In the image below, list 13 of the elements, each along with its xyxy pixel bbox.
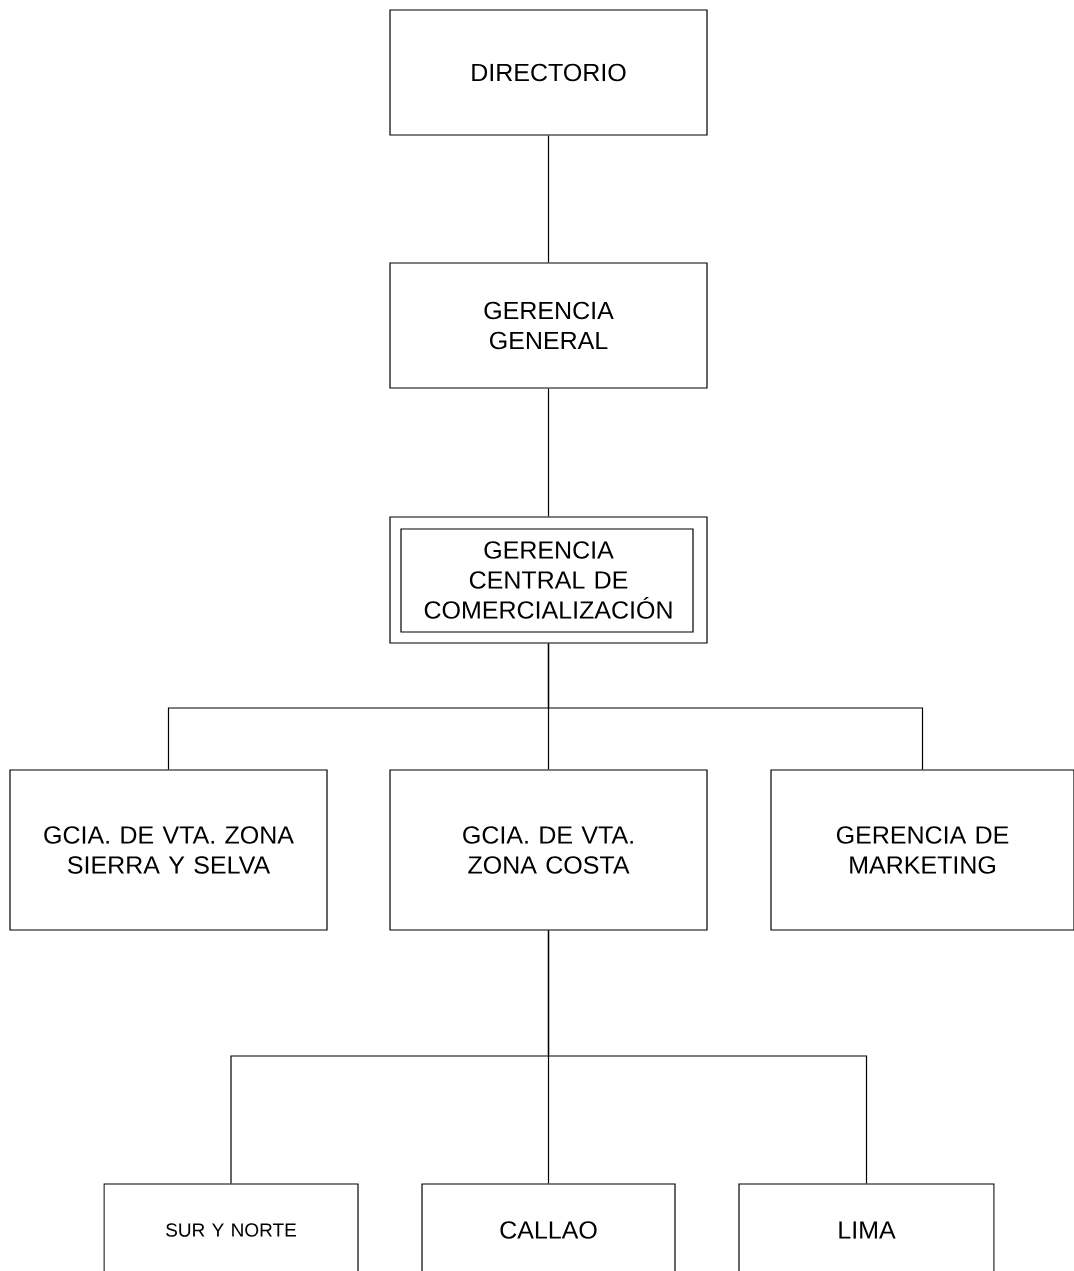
org-box: CALLAO (421, 1183, 676, 1271)
connector-line (547, 388, 550, 517)
org-box: DIRECTORIO (389, 9, 708, 136)
org-box: GERENCIA DE MARKETING (770, 769, 1074, 931)
org-box: GERENCIA CENTRAL DE COMERCIALIZACIÓN (389, 516, 708, 644)
org-box: SUR Y NORTE (103, 1183, 359, 1271)
connector-line (547, 135, 550, 263)
org-box: LIMA (738, 1183, 995, 1271)
org-box: GCIA. DE VTA. ZONA COSTA (389, 769, 708, 931)
org-box: GCIA. DE VTA. ZONA SIERRA Y SELVA (9, 769, 328, 931)
connector-line (547, 930, 868, 1184)
connector-line (547, 643, 924, 770)
org-box: GERENCIA GENERAL (389, 262, 708, 389)
